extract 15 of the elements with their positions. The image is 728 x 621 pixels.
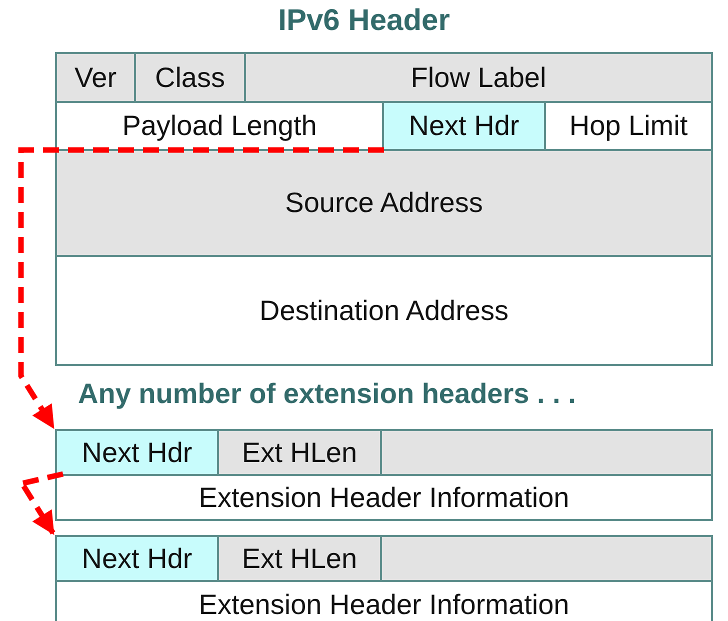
header-field-cell: Flow Label (244, 52, 713, 103)
header-field-cell: Ver (55, 52, 136, 103)
header-field-cell: Source Address (55, 149, 713, 257)
header-field-cell: Extension Header Information (55, 474, 713, 521)
header-field-cell: Extension Header Information (55, 580, 713, 621)
header-field-cell: Ext HLen (217, 429, 382, 476)
header-field-cell: Ext HLen (217, 535, 382, 582)
header-field-cell: Next Hdr (382, 101, 546, 151)
section-heading: Any number of extension headers . . . (78, 378, 576, 410)
header-field-cell: Next Hdr (55, 429, 219, 476)
diagram-title: IPv6 Header (277, 4, 451, 38)
header-field-cell: Class (134, 52, 246, 103)
header-field-cell: Destination Address (55, 255, 713, 366)
header-field-cell: Next Hdr (55, 535, 219, 582)
dashed-arrow (18, 147, 384, 429)
